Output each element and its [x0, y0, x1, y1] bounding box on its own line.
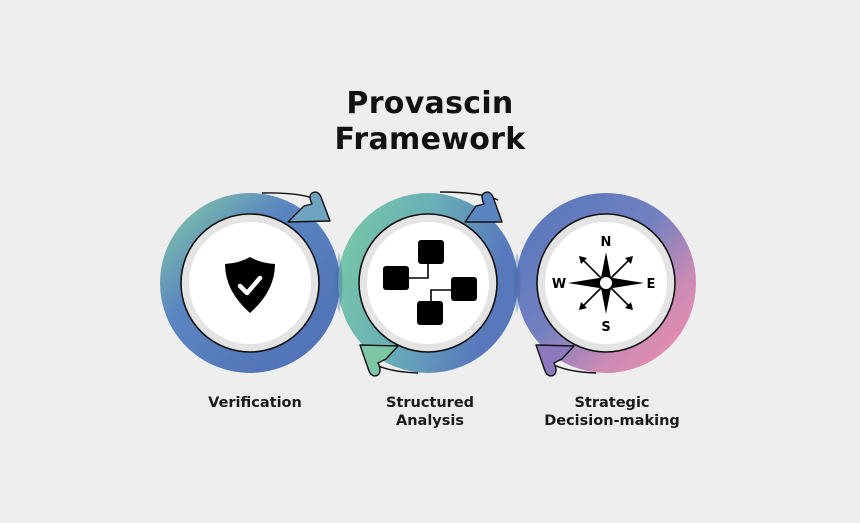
stage-ring-strategic-decision: [516, 193, 696, 373]
compass-w: W: [552, 277, 566, 292]
stage-label-line: Structured: [385, 395, 475, 411]
arrow-2-to-3-icon: [439, 191, 503, 223]
stage-label-line: Analysis: [396, 413, 464, 429]
title-line-1: Provascin: [346, 86, 514, 121]
arrow-back-2-icon: [359, 344, 419, 377]
compass-s: S: [601, 320, 610, 335]
arrow-back-3-icon: [535, 344, 597, 377]
diagram-title: Provascin Framework: [0, 86, 860, 158]
stage-ring-structured-analysis: [338, 193, 518, 373]
compass-rose-icon: N S W E: [552, 235, 656, 335]
stage-label-line: Decision-making: [544, 413, 680, 429]
arrow-1-to-2-icon: [261, 191, 331, 223]
stage-label-line: Strategic: [574, 395, 650, 411]
title-line-2: Framework: [334, 122, 526, 157]
stage-label-verification: Verification: [155, 394, 355, 412]
stage-ring-verification: [160, 193, 340, 373]
stage-label-line: Verification: [208, 395, 302, 411]
connected-nodes-icon: [383, 240, 477, 325]
stage-disc-2: [358, 213, 498, 353]
stage-label-structured-analysis: Structured Analysis: [330, 394, 530, 430]
compass-e: E: [647, 277, 656, 292]
shield-check-icon: [225, 257, 275, 313]
stage-label-strategic-decision: Strategic Decision-making: [512, 394, 712, 430]
compass-n: N: [601, 235, 612, 250]
